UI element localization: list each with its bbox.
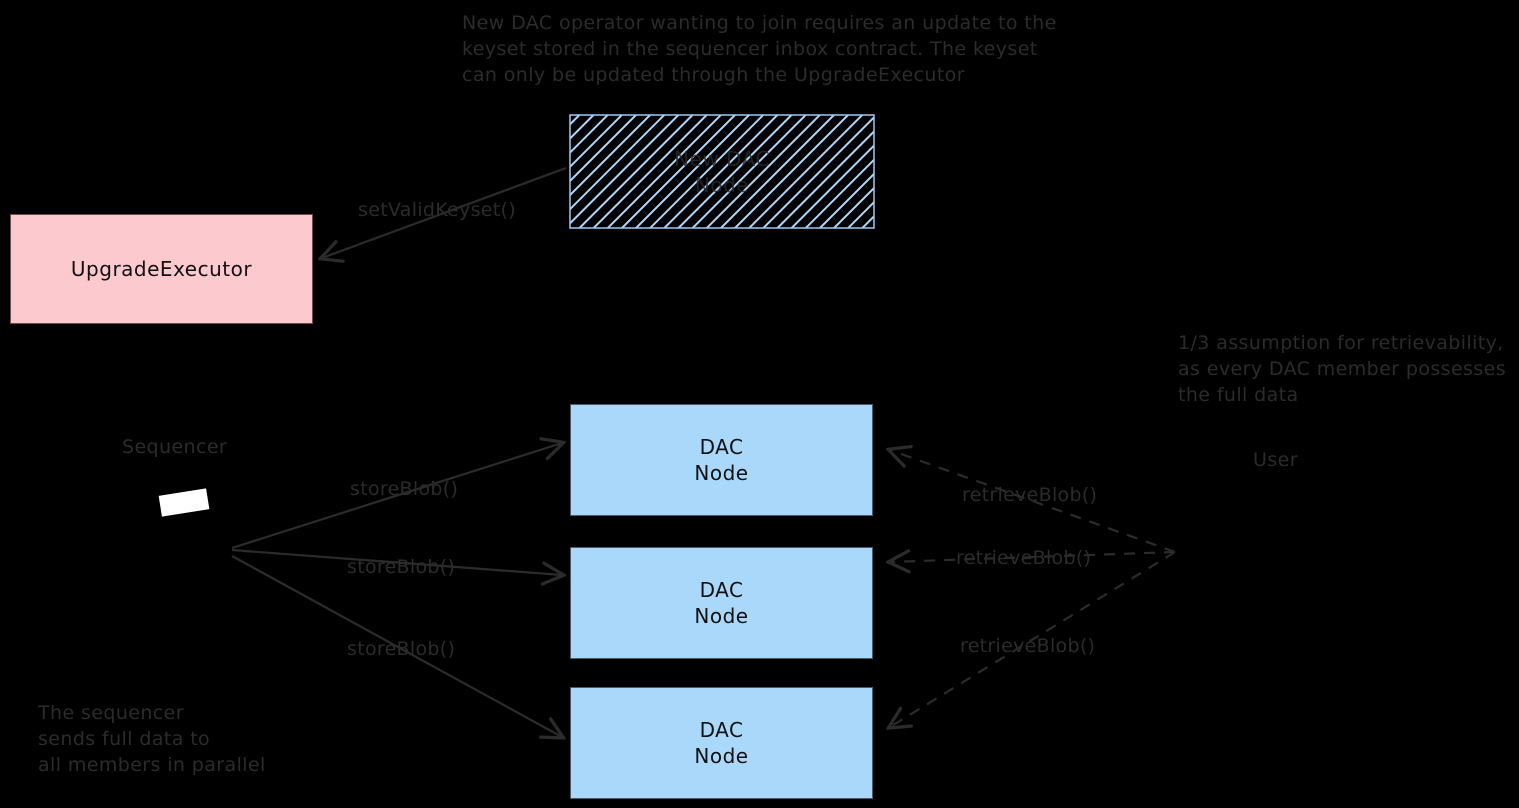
note-sequencer-parallel: The sequencer sends full data to all mem… bbox=[38, 702, 266, 776]
actor-user-label: User bbox=[1253, 449, 1298, 471]
node-dac-node-2[interactable]: DAC Node bbox=[570, 547, 873, 659]
edge-store-blob-3 bbox=[231, 555, 562, 737]
node-dac-node-1[interactable]: DAC Node bbox=[570, 404, 873, 516]
node-upgrade-executor[interactable]: UpgradeExecutor bbox=[10, 214, 313, 324]
new-dac-node-label: New DAC Node bbox=[674, 146, 770, 197]
dac-node-2-label: DAC Node bbox=[694, 578, 749, 628]
new-dac-node-hatch bbox=[569, 114, 875, 229]
node-new-dac-node[interactable]: New DAC Node bbox=[570, 115, 874, 228]
edge-label-store-blob-1: storeBlob() bbox=[350, 478, 459, 500]
edge-label-store-blob-3: storeBlob() bbox=[347, 638, 456, 660]
edge-label-store-blob-2: storeBlob() bbox=[347, 556, 456, 578]
dac-node-1-label: DAC Node bbox=[694, 435, 749, 485]
edge-label-set-valid-keyset: setValidKeyset() bbox=[358, 199, 516, 221]
edge-retrieve-blob-3 bbox=[890, 551, 1176, 727]
actor-sequencer-label: Sequencer bbox=[122, 436, 228, 458]
edge-label-retrieve-blob-1: retrieveBlob() bbox=[962, 484, 1098, 506]
edge-retrieve-blob-1 bbox=[890, 450, 1176, 554]
edge-label-retrieve-blob-3: retrieveBlob() bbox=[960, 635, 1096, 657]
edge-label-retrieve-blob-2: retrieveBlob() bbox=[956, 547, 1092, 569]
node-dac-node-3[interactable]: DAC Node bbox=[570, 687, 873, 799]
dac-node-3-label: DAC Node bbox=[694, 718, 749, 768]
edge-retrieve-blob-2 bbox=[890, 552, 1176, 562]
edge-store-blob-2 bbox=[231, 548, 562, 575]
edge-store-blob-1 bbox=[231, 443, 562, 550]
note-retrievability: 1/3 assumption for retrievability, as ev… bbox=[1178, 332, 1507, 406]
edge-set-valid-keyset bbox=[322, 166, 567, 258]
upgrade-executor-label: UpgradeExecutor bbox=[70, 257, 253, 281]
note-top-keyset: New DAC operator wanting to join require… bbox=[462, 12, 1057, 86]
